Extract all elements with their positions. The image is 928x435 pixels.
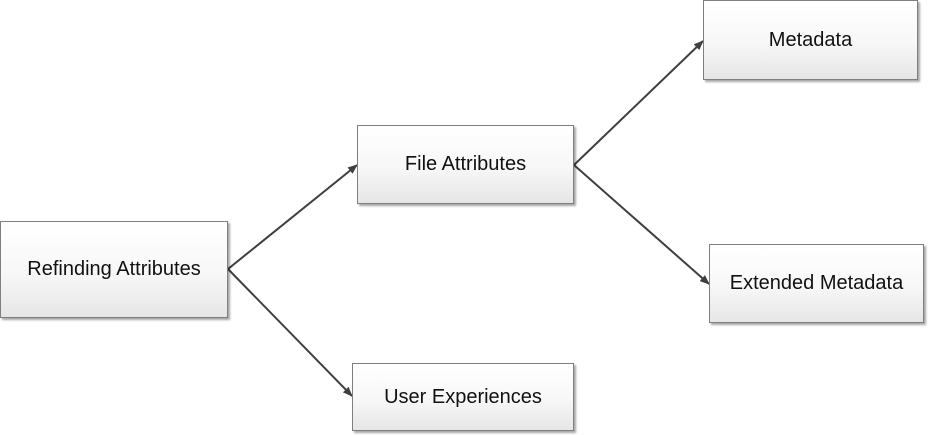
node-file-attributes: File Attributes [357, 125, 574, 204]
edge-root-to-user-experiences [227, 268, 353, 397]
node-user-experiences: User Experiences [352, 363, 574, 431]
node-extended-metadata: Extended Metadata [709, 244, 924, 323]
node-label: Refinding Attributes [27, 258, 201, 280]
edge-root-to-file-attributes [227, 164, 358, 270]
edge-file-attributes-to-metadata [573, 40, 704, 166]
node-label: User Experiences [384, 385, 542, 408]
node-label: Metadata [768, 28, 853, 51]
node-refinding-attributes: Refinding Attributes [0, 221, 228, 318]
node-label: Extended Metadata [729, 272, 904, 294]
node-metadata: Metadata [703, 0, 918, 80]
node-label: File Attributes [404, 153, 527, 175]
edge-file-attributes-to-extended-metadata [573, 164, 710, 285]
